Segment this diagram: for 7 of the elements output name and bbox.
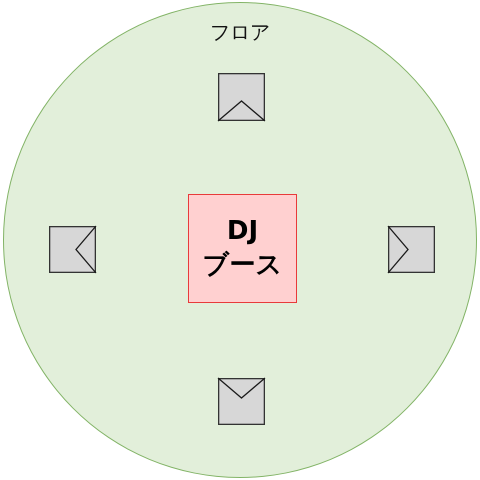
- booth-box: [188, 194, 297, 303]
- booth-label: DJブース: [201, 215, 284, 282]
- speaker-icon: [218, 378, 265, 425]
- speaker-icon: [388, 226, 435, 273]
- speaker-icon: [49, 226, 96, 273]
- area-label: フロア: [210, 20, 270, 44]
- speaker-icon: [218, 73, 265, 121]
